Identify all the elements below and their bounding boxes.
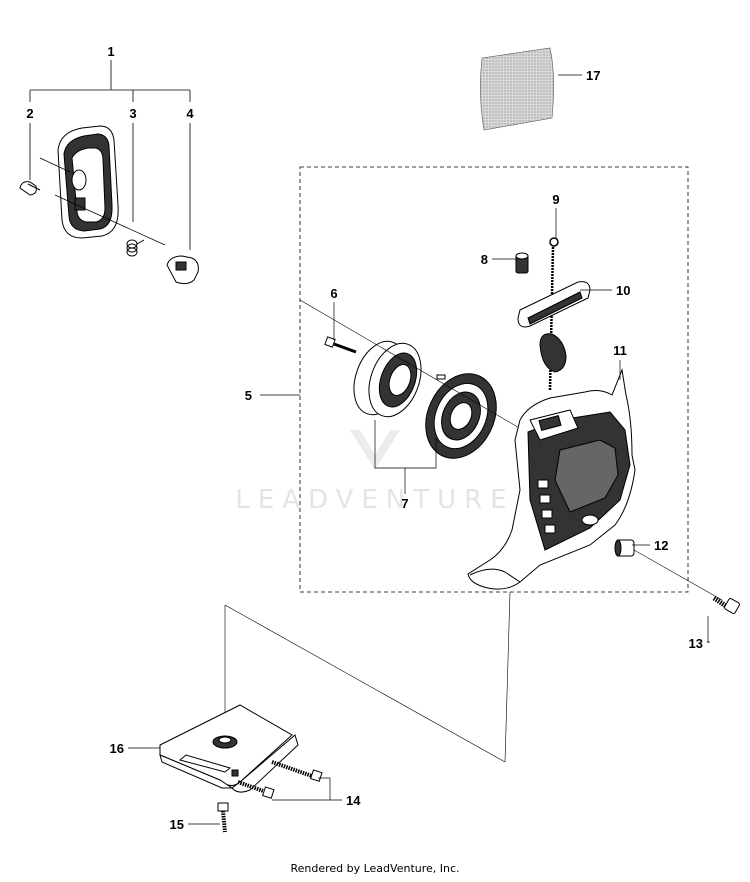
callout-6: 6 xyxy=(330,286,337,301)
watermark-text: LEADVENTURE xyxy=(235,485,514,515)
footer-credit: Rendered by LeadVenture, Inc. xyxy=(290,862,460,875)
part-handle xyxy=(517,281,591,373)
part-screw-15 xyxy=(217,802,229,833)
part-cover xyxy=(39,125,166,246)
part-screw-6 xyxy=(324,336,357,354)
part-clip xyxy=(19,181,41,196)
assembly-axis-line xyxy=(299,299,541,441)
callout-8: 8 xyxy=(481,252,488,267)
callout-leaders xyxy=(128,74,710,825)
part-bushing xyxy=(614,539,635,557)
part-bolt-13 xyxy=(712,595,740,614)
callout-2: 2 xyxy=(26,106,33,121)
callout-15: 15 xyxy=(170,817,184,832)
callout-16: 16 xyxy=(110,741,124,756)
callout-14: 14 xyxy=(346,793,361,808)
part-sleeve xyxy=(515,252,529,274)
plate-leader-diag xyxy=(224,604,506,763)
callout-labels: 1 2 3 4 5 6 7 8 9 10 11 12 13 14 15 16 1… xyxy=(26,44,703,832)
callout-1: 1 xyxy=(107,44,114,59)
part-decal xyxy=(480,47,554,131)
part-screws-14 xyxy=(237,760,323,799)
part-housing xyxy=(467,368,636,590)
callout-11: 11 xyxy=(613,343,627,358)
part-recoil-spring xyxy=(425,373,497,459)
callout-12: 12 xyxy=(654,538,668,553)
callout-4: 4 xyxy=(186,106,194,121)
callout-7: 7 xyxy=(401,496,408,511)
part-pulley xyxy=(353,340,422,418)
callout-9: 9 xyxy=(552,192,559,207)
callout-13: 13 xyxy=(689,636,703,651)
callout-17: 17 xyxy=(586,68,600,83)
bolt-axis-line xyxy=(633,549,723,601)
watermark: LEADVENTURE xyxy=(235,430,514,515)
plate-leader-right xyxy=(504,591,511,763)
callout-10: 10 xyxy=(616,283,630,298)
part-knob xyxy=(166,255,199,285)
callout-3: 3 xyxy=(129,106,136,121)
part-plate xyxy=(159,704,299,793)
callout-5: 5 xyxy=(245,388,252,403)
part-spring xyxy=(126,239,145,257)
part-rope xyxy=(548,237,559,391)
callout-1-bracket xyxy=(29,60,191,250)
